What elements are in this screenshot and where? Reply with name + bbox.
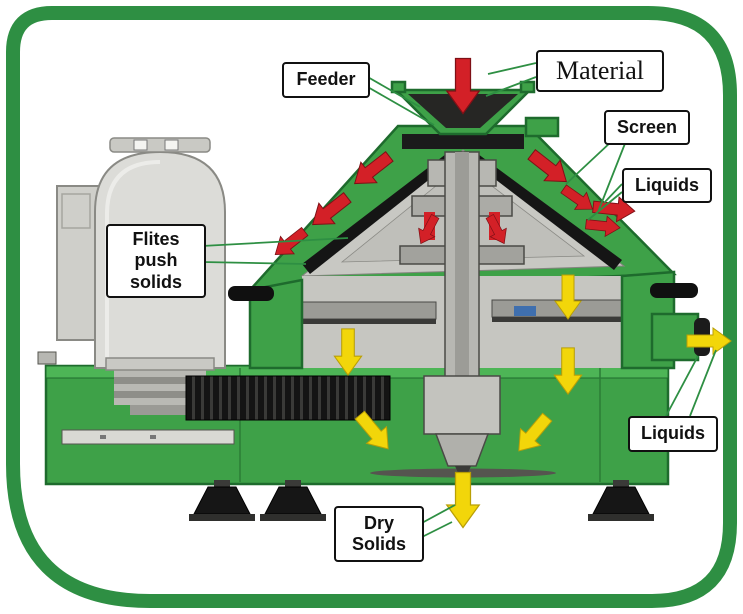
screen-label: Screen xyxy=(604,110,690,145)
flites-label-line3: solids xyxy=(129,271,182,292)
drive-bellows xyxy=(185,375,391,421)
bowl-lip-left xyxy=(293,301,437,320)
material-label-text: Material xyxy=(555,55,645,85)
right-handle xyxy=(650,283,698,298)
bearing-blue xyxy=(514,306,536,316)
screen-mesh-left xyxy=(302,154,450,274)
outer-frame-border xyxy=(6,6,737,608)
tank-cap xyxy=(109,137,211,153)
liquids-bottom-label-text: Liquids xyxy=(641,423,705,444)
flites-label-line2: push xyxy=(134,250,178,271)
screen-callout-line xyxy=(565,140,627,213)
liquids-top-callout-line xyxy=(587,183,623,221)
machine-foot xyxy=(188,479,256,522)
screen-label-text: Screen xyxy=(616,116,678,137)
skid-bar xyxy=(61,429,235,445)
dry-solids-label-line2: Solids xyxy=(351,534,406,554)
dry-solids-label-line1: Dry xyxy=(363,512,394,533)
left-handle xyxy=(228,286,274,301)
feeder-label-text: Feeder xyxy=(296,69,356,90)
liquids-top-label: Liquids xyxy=(622,168,712,203)
feeder-callout-line xyxy=(365,75,435,126)
dry-solids-callout-line xyxy=(419,504,456,539)
callout-lines xyxy=(201,62,717,539)
feeder-label: Feeder xyxy=(282,62,370,98)
dry-solids-label: Dry Solids xyxy=(334,506,424,562)
screen-mesh-right xyxy=(474,154,622,270)
flites-label: Flites push solids xyxy=(106,224,206,298)
liquids-bottom-callout-line xyxy=(665,349,717,417)
material-label: Material xyxy=(536,50,664,92)
machine-foot xyxy=(259,479,327,522)
machine-foot xyxy=(587,479,655,522)
flites-callout-line xyxy=(201,237,349,265)
material-callout-line xyxy=(485,62,537,97)
liquids-top-label-text: Liquids xyxy=(635,174,699,195)
flites-label-line1: Flites xyxy=(132,229,180,250)
hub xyxy=(423,375,501,435)
liquids-bottom-label: Liquids xyxy=(628,416,718,452)
